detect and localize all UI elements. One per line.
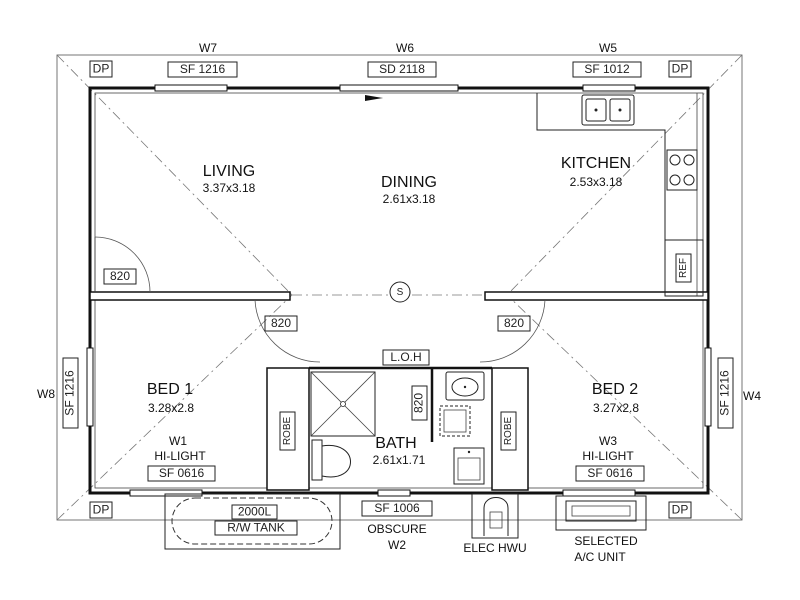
window-id-w3: W3 — [599, 434, 617, 448]
roof-outline — [56, 54, 743, 521]
ac-unit-icon — [555, 495, 647, 531]
washing-machine-icon — [439, 405, 471, 437]
internal-walls — [89, 291, 709, 491]
window-note-w1: HI-LIGHT — [154, 449, 206, 463]
door-size-bed2: 820 — [504, 316, 524, 330]
window-id-w1: W1 — [169, 434, 187, 448]
kitchen-bench — [536, 93, 704, 297]
room-dims-dining: 2.61x3.18 — [383, 192, 436, 206]
laundry-tub-icon — [453, 447, 485, 485]
window-code-w1: SF 0616 — [159, 466, 205, 480]
door-swings — [94, 236, 546, 363]
room-name-bed1: BED 1 — [147, 381, 193, 398]
downpipe-label-tl: DP — [93, 62, 110, 76]
basin-icon — [445, 371, 485, 401]
door-size-bath: 820 — [412, 393, 426, 413]
window-id-w6: W6 — [396, 41, 414, 55]
cooktop-icon — [666, 149, 698, 191]
room-dims-bed2: 3.27x2.8 — [593, 401, 639, 415]
room-name-living: LIVING — [203, 163, 255, 180]
room-name-kitchen: KITCHEN — [561, 155, 631, 172]
room-dims-living: 3.37x3.18 — [203, 181, 256, 195]
linen-label: L.O.H — [390, 350, 421, 364]
room-dims-bed1: 3.28x2.8 — [148, 401, 194, 415]
window-code-w6: SD 2118 — [379, 62, 425, 76]
rainwater-tank — [164, 493, 341, 550]
ac-unit-label-line1: SELECTED — [574, 534, 638, 548]
window-code-w7: SF 1216 — [180, 62, 226, 76]
ac-unit-label-line2: A/C UNIT — [574, 550, 626, 564]
window-id-w4: W4 — [743, 389, 761, 403]
downpipe-label-bl: DP — [93, 503, 110, 517]
downpipe-label-br: DP — [672, 503, 689, 517]
tank-size-label: 2000L — [238, 505, 272, 519]
room-name-bath: BATH — [375, 435, 416, 452]
room-name-dining: DINING — [381, 174, 437, 191]
hot-water-unit-label: ELEC HWU — [463, 541, 526, 555]
door-size-living: 820 — [110, 269, 130, 283]
window-id-w2: W2 — [388, 538, 406, 552]
sliding-door-arrow-icon — [365, 95, 383, 101]
window-id-w8: W8 — [37, 387, 55, 401]
toilet-icon — [311, 439, 351, 481]
window-id-w7: W7 — [199, 41, 217, 55]
window-note-w2: OBSCURE — [367, 522, 426, 536]
window-openings — [86, 84, 712, 497]
window-code-w4: SF 1216 — [718, 370, 732, 416]
door-size-bed1: 820 — [271, 316, 291, 330]
window-code-w2: SF 1006 — [374, 501, 420, 515]
robe-label-right: ROBE — [503, 417, 514, 446]
window-code-w3: SF 0616 — [587, 466, 633, 480]
window-note-w3: HI-LIGHT — [582, 449, 634, 463]
room-dims-kitchen: 2.53x3.18 — [570, 175, 623, 189]
smoke-detector-icon — [389, 281, 411, 303]
room-name-bed2: BED 2 — [592, 381, 638, 398]
window-code-w5: SF 1012 — [584, 62, 630, 76]
room-dims-bath: 2.61x1.71 — [373, 453, 426, 467]
robe-label-left: ROBE — [282, 417, 293, 446]
kitchen-sink-icon — [581, 94, 635, 126]
smoke-detector-label: S — [397, 287, 404, 298]
hot-water-unit-icon — [471, 493, 519, 539]
downpipe-label-tr: DP — [672, 62, 689, 76]
window-code-w8: SF 1216 — [63, 370, 77, 416]
downpipe-markers — [89, 60, 692, 519]
shower-icon — [310, 371, 376, 437]
tank-label: R/W TANK — [227, 521, 285, 535]
window-id-w5: W5 — [599, 41, 617, 55]
fridge-label: REF — [678, 258, 689, 278]
